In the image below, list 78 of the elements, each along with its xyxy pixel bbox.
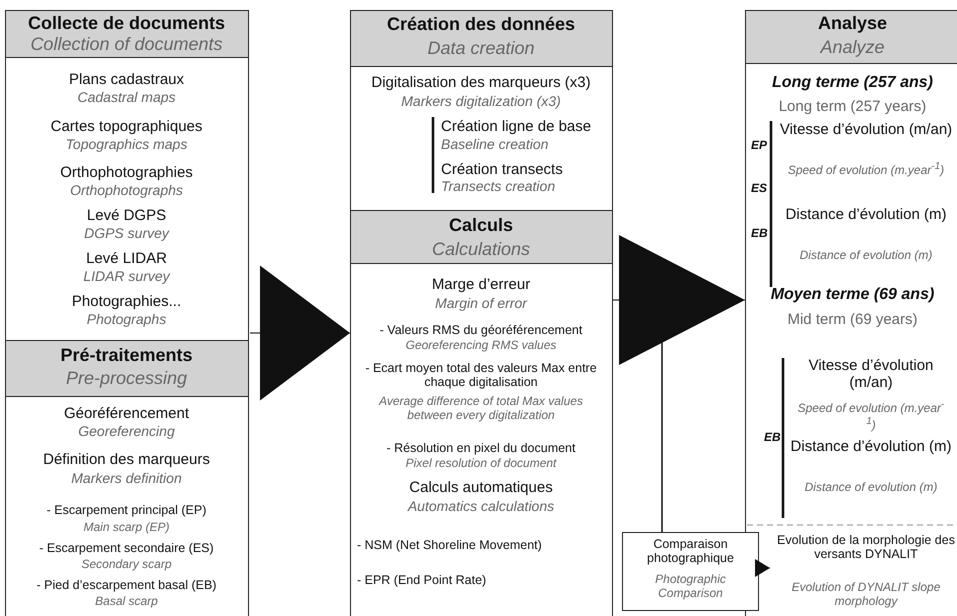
heading: Calculs xyxy=(448,215,514,236)
item-translation: Pixel resolution of document xyxy=(404,457,558,471)
heading-translation: Data creation xyxy=(426,38,536,59)
process-box xyxy=(622,532,759,611)
item-text: - Ecart moyen total des valeurs Max entre chaque digitalisation xyxy=(364,361,598,390)
item-text: Levé DGPS xyxy=(86,207,168,224)
subheading-translation: Long term (257 years) xyxy=(778,98,928,116)
item-text: Vitesse d’évolution (m/an) xyxy=(778,121,954,138)
item-text: Comparaison photographique xyxy=(646,537,735,566)
process-panel xyxy=(5,340,249,616)
item-translation: Secondary scarp xyxy=(80,558,173,572)
item-text: Marge d’erreur xyxy=(430,276,532,294)
item-text: - Résolution en pixel du document xyxy=(385,441,576,456)
item-text: - Valeurs RMS du géoréférencement xyxy=(378,323,584,338)
item-text: Plans cadastraux xyxy=(68,71,186,88)
item-translation: Orthophotographs xyxy=(69,182,184,198)
subheading-translation: Mid term (69 years) xyxy=(786,311,919,328)
item-translation: Basal scarp xyxy=(94,595,159,609)
heading-translation: Calculations xyxy=(430,239,532,260)
item-translation: Average difference of total Max values between every digitalization xyxy=(378,395,584,423)
heading: Collecte de documents xyxy=(26,13,226,34)
item-text: - Pied d’escarpement basal (EB) xyxy=(36,578,218,592)
item-translation: Speed of evolution (m.year$^{-1}$) xyxy=(786,161,946,178)
item-translation: Main scarp (EP) xyxy=(82,521,171,535)
heading-translation: Analyze xyxy=(818,37,886,58)
item-translation: Margin of error xyxy=(434,295,528,312)
heading: Analyse xyxy=(816,13,888,34)
item-translation: Distance of evolution (m) xyxy=(798,249,934,263)
item-text: Vitesse d’évolution (m/an) xyxy=(808,357,934,392)
item-text: Calculs automatiques xyxy=(408,479,554,496)
item-text: - NSM (Net Shoreline Movement) xyxy=(357,538,543,552)
item-text: Orthophotographies xyxy=(59,164,194,182)
item-translation: Photographic Comparison xyxy=(654,573,727,601)
arrow xyxy=(755,560,770,576)
item-translation: Transects creation xyxy=(441,178,556,194)
item-text: Evolution de la morphologie des versants DYNALIT xyxy=(776,533,956,562)
item-translation: Baseline creation xyxy=(441,136,550,152)
heading-translation: Pre-processing xyxy=(64,368,188,389)
item-text: Digitalisation des marqueurs (x3) xyxy=(370,74,592,92)
bracket-label: EP xyxy=(751,138,768,152)
item-translation: Georeferencing RMS values xyxy=(404,339,558,353)
item-translation: Distance of evolution (m) xyxy=(804,481,938,495)
bracket-label: EB xyxy=(764,430,781,444)
item-translation: Photographs xyxy=(86,311,168,328)
arrow xyxy=(612,237,746,363)
item-text: Photographies... xyxy=(70,293,182,310)
process-panel xyxy=(350,210,613,616)
item-text: Cartes topographiques xyxy=(50,118,204,136)
bracket-label: EB xyxy=(751,226,768,240)
process-panel xyxy=(5,10,249,341)
item-translation: Topographics maps xyxy=(64,136,188,152)
item-translation: Automatics calculations xyxy=(406,498,556,514)
heading: Pré-traitements xyxy=(59,345,194,366)
item-translation: Speed of evolution (m.year$^{-}$$^{1}$) xyxy=(796,399,946,433)
item-text: - EPR (End Point Rate) xyxy=(357,573,488,588)
item-text: Distance d’évolution (m) xyxy=(790,438,952,456)
item-text: Levé LIDAR xyxy=(85,250,168,268)
heading-translation: Collection of documents xyxy=(29,34,224,55)
item-text: Distance d’évolution (m) xyxy=(784,206,948,224)
item-translation: Cadastral maps xyxy=(76,89,177,106)
item-translation: Evolution of DYNALIT slope morphology xyxy=(790,581,942,609)
item-translation: DGPS survey xyxy=(83,225,170,242)
item-translation: Markers digitalization (x3) xyxy=(400,93,562,110)
bracket-label: ES xyxy=(751,181,768,195)
subheading: Moyen terme (69 ans) xyxy=(770,286,936,304)
item-translation: Markers definition xyxy=(70,470,183,486)
item-text: - Escarpement secondaire (ES) xyxy=(38,541,215,556)
item-text: Création transects xyxy=(441,161,564,178)
subheading: Long terme (257 ans) xyxy=(771,74,934,92)
item-text: Géoréférencement xyxy=(62,405,190,422)
item-text: - Escarpement principal (EP) xyxy=(46,503,208,518)
item-text: Création ligne de base xyxy=(441,118,592,136)
item-translation: Georeferencing xyxy=(77,423,176,440)
process-panel xyxy=(745,10,957,616)
item-translation: LIDAR survey xyxy=(82,268,172,284)
item-text: Définition des marqueurs xyxy=(42,451,211,468)
process-panel xyxy=(350,10,613,211)
heading: Création des données xyxy=(386,14,576,35)
